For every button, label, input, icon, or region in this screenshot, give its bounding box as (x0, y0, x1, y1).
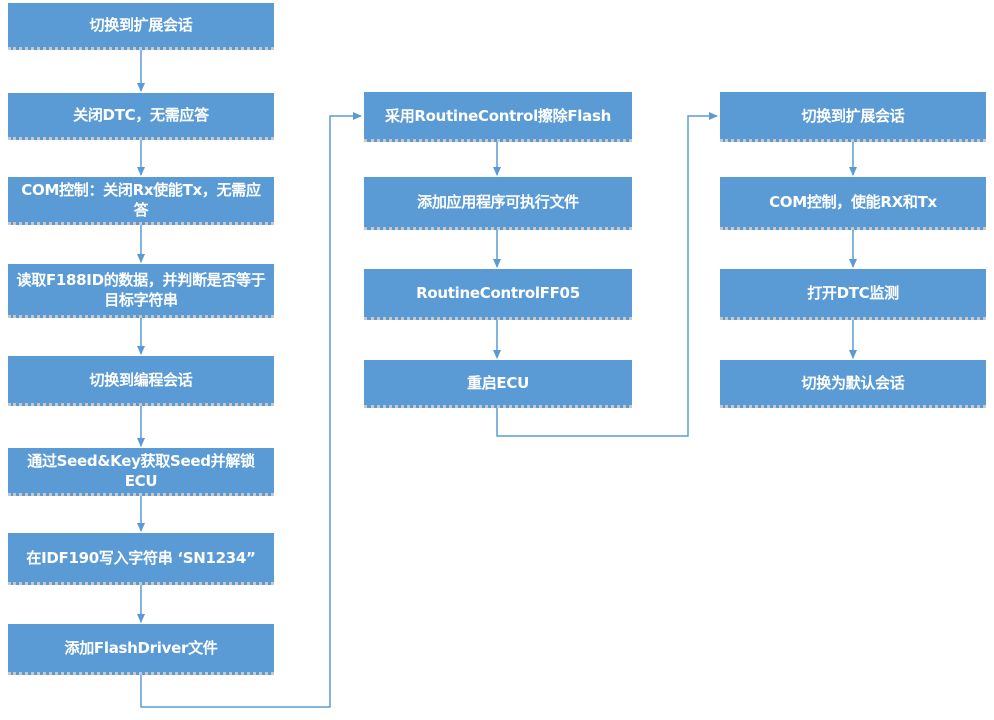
step-label: 切换为默认会话 (801, 373, 905, 392)
step-seed-key-unlock: 通过Seed&Key获取Seed并解锁ECU (8, 448, 274, 496)
step-disable-dtc: 关闭DTC，无需应答 (8, 93, 274, 140)
step-label: 切换到扩展会话 (801, 106, 905, 125)
step-label: 采用RoutineControl擦除Flash (385, 106, 611, 125)
step-label: 关闭DTC，无需应答 (73, 106, 209, 124)
connector-col1-to-col2 (140, 112, 362, 708)
connector-col2-to-col3 (496, 112, 718, 437)
step-write-idf190: 在IDF190写入字符串 ‘SN1234” (8, 533, 274, 585)
step-label: 切换到编程会话 (89, 370, 193, 389)
step-label: 切换到扩展会话 (89, 16, 193, 34)
step-label: 添加FlashDriver文件 (64, 639, 218, 657)
step-label: 重启ECU (467, 373, 529, 392)
step-label: 打开DTC监测 (807, 284, 899, 302)
step-switch-extended-session-2: 切换到扩展会话 (720, 92, 986, 142)
step-label: 在IDF190写入字符串 ‘SN1234” (26, 548, 256, 567)
step-switch-default-session: 切换为默认会话 (720, 360, 986, 408)
step-com-control-enable-rx-tx: COM控制，使能RX和Tx (720, 177, 986, 230)
step-label: COM控制，使能RX和Tx (769, 193, 937, 211)
step-read-f188-id: 读取F188ID的数据，并判断是否等于目标字符串 (8, 264, 274, 318)
step-routine-control-erase-flash: 采用RoutineControl擦除Flash (364, 92, 632, 142)
step-routine-control-ff05: RoutineControlFF05 (364, 269, 632, 320)
step-reset-ecu: 重启ECU (364, 360, 632, 408)
step-label: 添加应用程序可执行文件 (417, 193, 579, 211)
step-enable-dtc-monitoring: 打开DTC监测 (720, 269, 986, 320)
step-label: 通过Seed&Key获取Seed并解锁ECU (27, 451, 255, 490)
step-label: COM控制：关闭Rx使能Tx，无需应答 (21, 180, 261, 219)
step-switch-programming-session: 切换到编程会话 (8, 356, 274, 406)
step-com-control-disable-rx: COM控制：关闭Rx使能Tx，无需应答 (8, 177, 274, 225)
step-switch-extended-session: 切换到扩展会话 (8, 3, 274, 50)
step-add-application-file: 添加应用程序可执行文件 (364, 177, 632, 230)
step-label: 读取F188ID的数据，并判断是否等于目标字符串 (16, 270, 266, 309)
step-label: RoutineControlFF05 (416, 284, 580, 302)
step-add-flash-driver: 添加FlashDriver文件 (8, 624, 274, 675)
